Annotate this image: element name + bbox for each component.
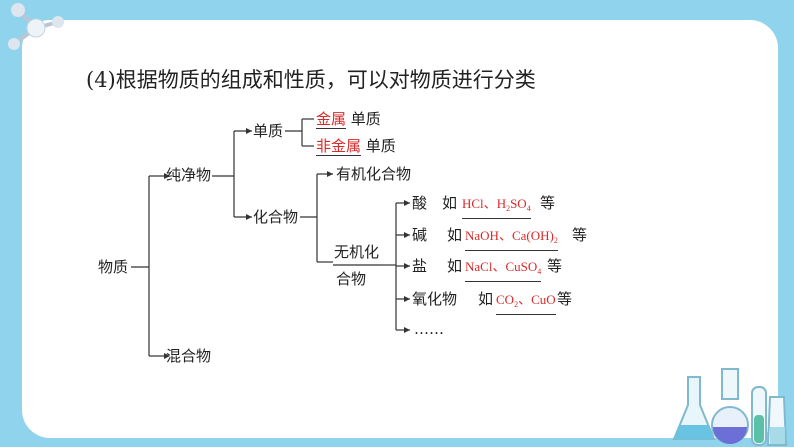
node-inorganic-line1: 无机化 <box>334 243 380 261</box>
salt-ru: 如 <box>447 257 463 275</box>
node-mixture: 混合物 <box>166 347 212 365</box>
oxide-ru: 如 <box>478 290 494 308</box>
node-metal-element: 金属 单质 <box>316 110 381 129</box>
oxide-deng: 等 <box>557 290 573 308</box>
node-nonmetal-element: 非金属 单质 <box>316 137 396 156</box>
node-element: 单质 <box>253 122 284 140</box>
node-organic-compound: 有机化合物 <box>336 165 412 183</box>
element-suffix: 单质 <box>365 137 396 155</box>
answer-metal: 金属 <box>316 110 347 129</box>
acid-deng: 等 <box>540 194 556 212</box>
oxide-examples: CO2、CuO <box>496 292 556 315</box>
base-deng: 等 <box>572 226 588 244</box>
molecule-icon <box>8 3 64 50</box>
base-examples: NaOH、Ca(OH)2 <box>465 228 558 251</box>
answer-nonmetal: 非金属 <box>316 137 362 156</box>
acid-examples: HCl、H2SO4 <box>462 196 531 219</box>
acid-ru: 如 <box>442 194 458 212</box>
node-acid: 酸 <box>412 194 427 212</box>
element-suffix: 单质 <box>350 110 381 128</box>
page-title: (4)根据物质的组成和性质，可以对物质进行分类 <box>86 68 536 92</box>
node-oxide: 氧化物 <box>412 290 458 308</box>
slide-card <box>22 20 778 438</box>
node-pure-substance: 纯净物 <box>166 166 212 184</box>
node-base: 碱 <box>412 226 428 244</box>
lab-flasks-icon <box>672 368 788 446</box>
node-ellipsis: …… <box>414 320 444 338</box>
node-inorganic-line2: 合物 <box>336 270 367 288</box>
salt-deng: 等 <box>547 257 563 275</box>
node-compound: 化合物 <box>253 208 299 226</box>
node-substance: 物质 <box>98 258 129 276</box>
base-ru: 如 <box>447 226 463 244</box>
node-salt: 盐 <box>412 257 428 275</box>
salt-examples: NaCl、CuSO4 <box>465 259 542 282</box>
acid-label: 酸 <box>412 194 428 212</box>
